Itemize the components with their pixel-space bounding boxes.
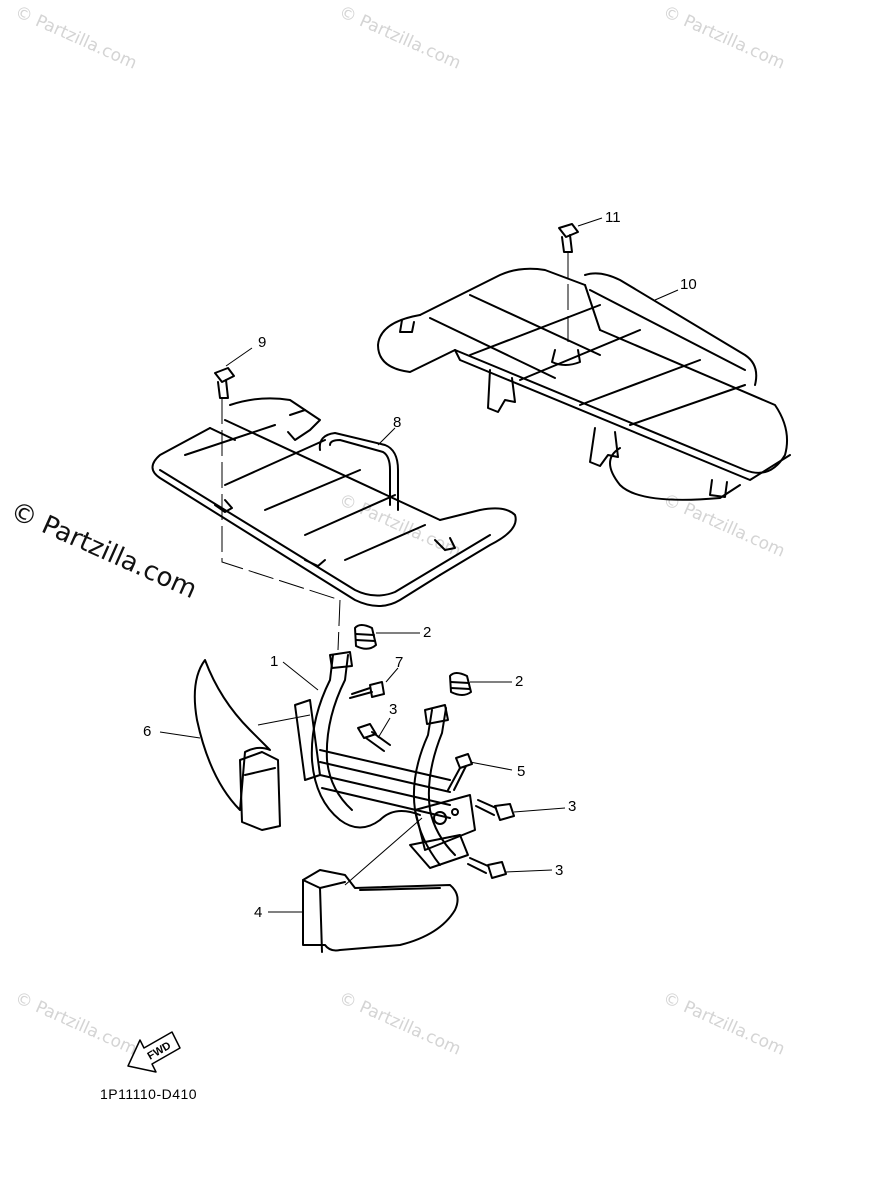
callout-3: 3 (568, 798, 577, 815)
screw-5 (447, 753, 473, 791)
grommet-2 (354, 624, 472, 696)
callout-2: 2 (423, 624, 432, 641)
bolt-3 (467, 857, 507, 879)
bolt-11 (558, 223, 579, 253)
bolt-9 (214, 367, 235, 399)
callout-11: 11 (605, 209, 621, 226)
fwd-arrow-icon: FWD (127, 1031, 181, 1073)
guard-6 (193, 659, 281, 831)
callout-1: 1 (270, 653, 279, 670)
alignment-lines (221, 252, 569, 651)
callout-5: 5 (517, 763, 526, 780)
rear-carrier (377, 267, 791, 501)
callout-3: 3 (555, 862, 564, 879)
callout-10: 10 (680, 276, 697, 293)
bracket-1 (294, 651, 476, 869)
callout-2: 2 (515, 673, 524, 690)
callout-9: 9 (258, 334, 267, 351)
callout-3: 3 (389, 701, 398, 718)
front-carrier (151, 397, 517, 607)
callout-8: 8 (393, 414, 402, 431)
leader-lines (159, 217, 679, 913)
diagram-code: 1P11110-D410 (100, 1086, 198, 1102)
screw-7 (349, 681, 385, 699)
bolt-3 (475, 799, 515, 821)
callout-4: 4 (254, 904, 263, 921)
callout-6: 6 (143, 723, 152, 740)
bolt-3 (357, 723, 391, 752)
callout-7: 7 (395, 654, 404, 671)
guard-4 (302, 869, 459, 953)
